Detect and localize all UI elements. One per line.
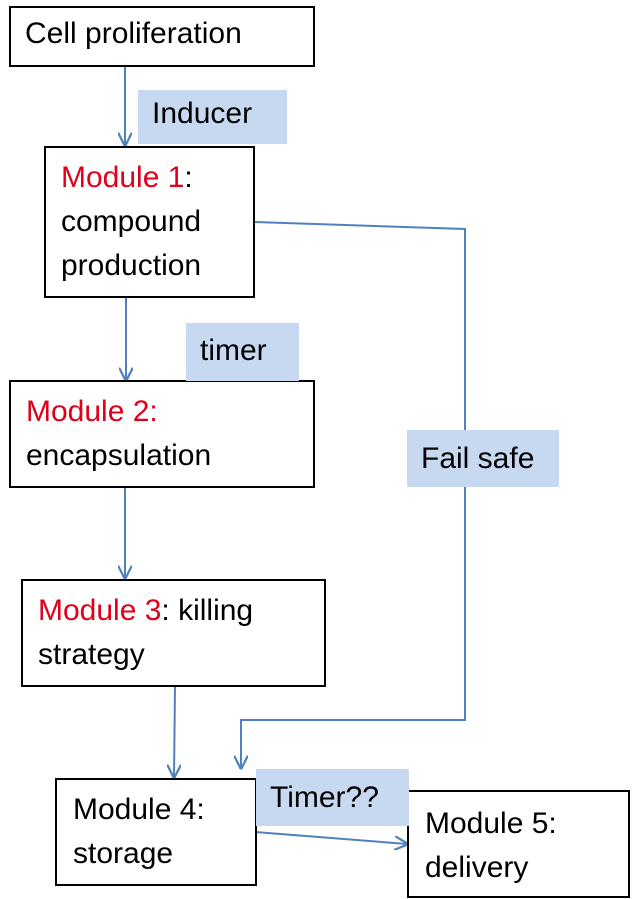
cell-proliferation-text: Cell proliferation [25,17,242,50]
timer-label: timer [186,323,299,381]
module2-box: Module 2: encapsulation [9,380,315,488]
module5-box: Module 5: delivery [407,790,630,898]
module1-line2: compound [61,205,202,238]
timer-question-text: Timer?? [270,781,379,814]
module4-line2: storage [73,837,174,870]
module3-line2: strategy [38,638,145,671]
module1-title: Module 1: [61,156,238,200]
module1-suffix: : [184,161,193,194]
module2-line2: encapsulation [26,439,212,472]
module3-title: Module 3: killing [38,589,309,633]
inducer-text: Inducer [152,97,253,130]
module3-name: Module 3 [38,594,162,627]
module1-line3: production [61,249,202,282]
module4-box: Module 4: storage [55,778,257,886]
fail-safe-text: Fail safe [421,442,535,475]
cell-proliferation-box: Cell proliferation [9,6,315,67]
arrow-failsafe-to-module4 [241,221,466,768]
module5-line2: delivery [425,851,529,884]
module3-box: Module 3: killing strategy [21,579,326,687]
module1-box: Module 1: compound production [44,146,255,298]
module5-line1: Module 5: [425,807,557,840]
module2-name: Module 2: [26,395,158,428]
arrow-module4-to-module5 [254,831,407,844]
module3-suffix: : killing [161,594,254,627]
module4-line1: Module 4: [73,793,205,826]
module1-name: Module 1 [61,161,185,194]
arrow-module3-to-module4 [174,685,175,777]
fail-safe-label: Fail safe [407,430,559,487]
inducer-label: Inducer [138,90,287,144]
timer-question-label: Timer?? [256,769,409,826]
timer-text: timer [200,334,267,367]
